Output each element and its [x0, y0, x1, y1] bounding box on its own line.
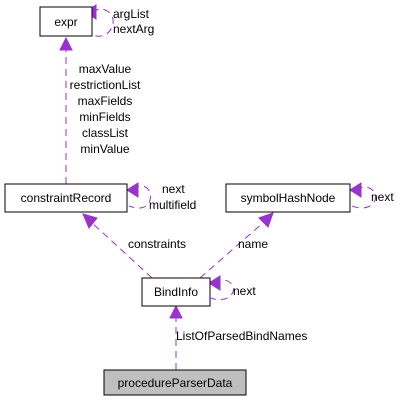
- label-maxValue: maxValue: [79, 62, 132, 76]
- arrowhead-constraintRecord-self: [126, 182, 139, 198]
- label-constraints: constraints: [128, 237, 186, 251]
- label-constraint-next: next: [162, 182, 185, 196]
- label-argList: argList: [113, 7, 150, 21]
- edge-constraintRecord-self: [126, 182, 152, 209]
- label-classList: classList: [82, 126, 129, 140]
- edge-symbolHashNode-self: [349, 182, 377, 209]
- label-name: name: [238, 237, 268, 251]
- arrowhead-BindInfo: [169, 304, 183, 319]
- label-ListOfParsedBindNames: ListOfParsedBindNames: [176, 329, 307, 343]
- label-multifield: multifield: [149, 198, 196, 212]
- label-bind-next: next: [233, 284, 256, 298]
- edge-constraintRecord-to-expr: [59, 36, 73, 184]
- node-symbolHashNode-label: symbolHashNode: [241, 191, 336, 205]
- arrowhead-constraintRecord: [82, 213, 98, 229]
- arrowhead-symbolHashNode: [258, 212, 274, 228]
- arrowhead-BindInfo-self: [208, 275, 221, 291]
- node-constraintRecord[interactable]: constraintRecord: [4, 183, 128, 213]
- edge-procedureParserData-to-BindInfo: [169, 304, 183, 370]
- label-nextArg: nextArg: [113, 22, 154, 36]
- node-symbolHashNode[interactable]: symbolHashNode: [225, 183, 351, 213]
- node-constraintRecord-label: constraintRecord: [21, 191, 112, 205]
- arrowhead-symbolHashNode-self: [349, 182, 362, 198]
- label-minFields: minFields: [79, 110, 130, 124]
- label-maxFields: maxFields: [78, 94, 133, 108]
- label-restrictionList: restrictionList: [70, 78, 141, 92]
- edge-BindInfo-self: [208, 275, 235, 301]
- node-expr-label: expr: [54, 15, 77, 29]
- node-procedureParserData-label: procedureParserData: [118, 376, 233, 390]
- arrowhead-expr: [59, 36, 73, 51]
- label-symbol-next: next: [371, 190, 394, 204]
- node-expr[interactable]: expr: [39, 6, 93, 37]
- edge-BindInfo-to-symbolHashNode: [199, 212, 274, 279]
- label-minValue: minValue: [80, 142, 129, 156]
- node-BindInfo-label: BindInfo: [154, 285, 198, 299]
- edge-BindInfo-to-constraintRecord: [82, 213, 153, 279]
- node-BindInfo[interactable]: BindInfo: [141, 277, 211, 307]
- node-procedureParserData[interactable]: procedureParserData: [103, 369, 247, 396]
